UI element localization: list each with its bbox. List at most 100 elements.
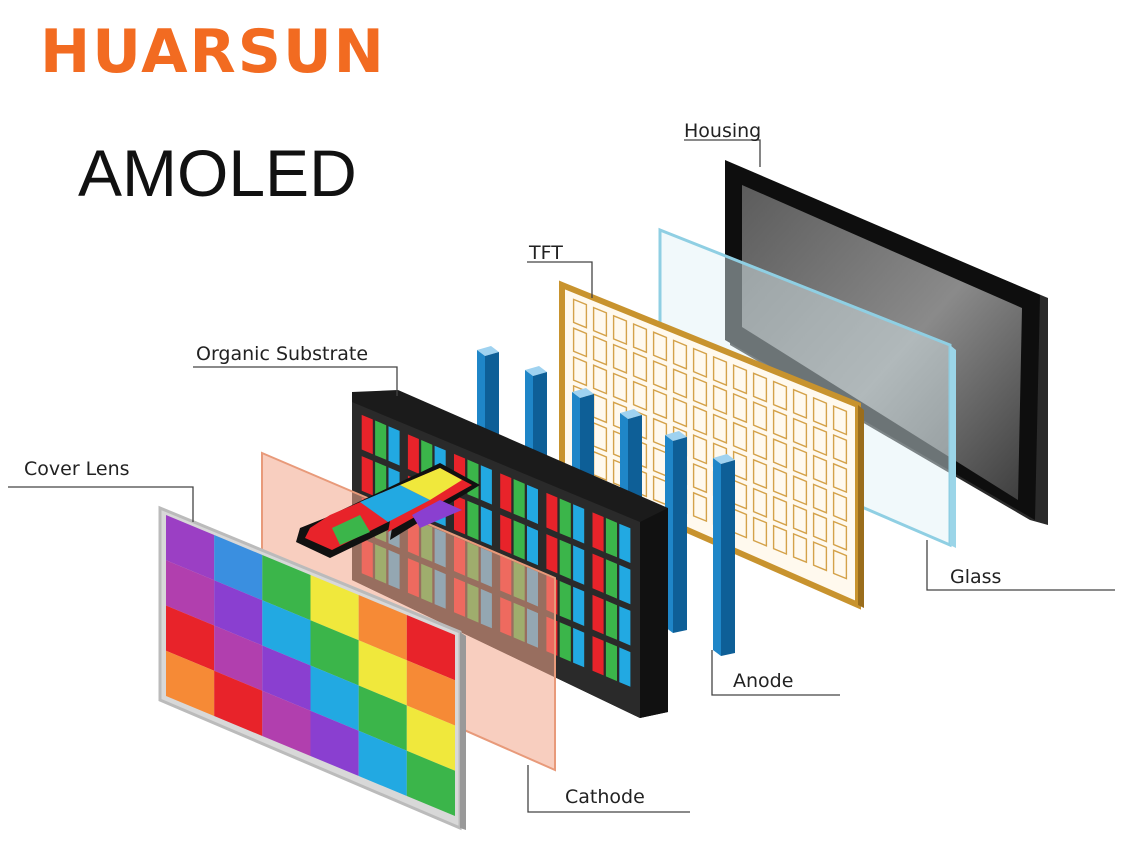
tft-cell <box>592 364 608 395</box>
subpixel <box>573 504 585 544</box>
tft-cell <box>652 360 668 391</box>
label-cathode: Cathode <box>565 786 645 808</box>
anode-bar-top <box>713 454 735 464</box>
lens-pixel-cell <box>214 670 263 736</box>
lens-pixel-cell <box>262 555 311 621</box>
tft-cell <box>772 380 788 411</box>
subpixel <box>361 414 373 455</box>
lens-pixel-cell <box>310 710 359 776</box>
anode-bar-side <box>673 437 687 633</box>
lens-pixel-cell <box>406 615 455 681</box>
tft-cell <box>692 491 708 523</box>
subpixel <box>454 495 466 535</box>
tft-cell <box>692 405 708 436</box>
tft-cell <box>572 355 588 387</box>
subpixel <box>467 500 479 541</box>
subpixel <box>480 506 492 546</box>
subpixel <box>527 525 538 566</box>
tft-cell <box>672 368 688 399</box>
lens-pixel-cell <box>214 535 263 601</box>
tft-cell <box>792 388 808 420</box>
tft-cell <box>792 532 808 564</box>
tft-cell <box>772 524 788 556</box>
tft-cell <box>812 512 828 543</box>
tft-cell <box>832 433 848 465</box>
diagram-title: AMOLED <box>78 136 357 210</box>
tft-cell <box>632 351 648 383</box>
tft-cell <box>812 396 828 428</box>
tft-cell <box>792 475 808 506</box>
cover-lens-pixel-grid <box>166 515 455 816</box>
tft-cell <box>792 504 808 535</box>
tft-cell <box>812 541 828 572</box>
tft-cell <box>812 483 828 514</box>
label-glass: Glass <box>950 566 1001 588</box>
subpixel <box>619 647 631 687</box>
tft-cell <box>632 322 648 354</box>
subpixel <box>361 456 373 496</box>
subpixel <box>559 581 571 621</box>
subpixel <box>592 594 604 635</box>
subpixel <box>619 564 631 605</box>
subpixel <box>559 622 571 662</box>
label-leaders <box>8 139 1115 813</box>
tft-cell <box>832 520 848 551</box>
subpixel <box>546 492 558 533</box>
tft-cell <box>572 298 588 329</box>
anode-bar-side <box>721 460 735 656</box>
tft-cell <box>772 495 788 527</box>
lens-pixel-cell <box>214 580 263 646</box>
lens-pixel-cell <box>166 605 215 671</box>
tft-cell <box>792 446 808 477</box>
tft-cell <box>712 355 728 387</box>
lens-pixel-cell <box>262 600 311 666</box>
subpixel <box>546 534 558 574</box>
subpixel <box>388 426 400 466</box>
subpixel <box>619 523 631 563</box>
tft-cell <box>692 434 708 465</box>
subpixel <box>527 484 538 524</box>
brand-logo: HUARSUN <box>40 17 386 87</box>
subpixel <box>573 586 585 626</box>
tft-cell <box>832 462 848 494</box>
lens-pixel-cell <box>310 665 359 731</box>
cover-lens-layer <box>158 505 466 831</box>
lens-pixel-cell <box>406 750 455 816</box>
tft-cell <box>832 491 848 523</box>
tft-cell <box>652 388 668 420</box>
tft-cell <box>712 413 728 444</box>
subpixel <box>500 514 512 554</box>
anode-bar-top <box>620 409 642 419</box>
tft-cell <box>812 425 828 457</box>
subpixel <box>573 545 585 585</box>
tft-cell <box>832 549 848 580</box>
label-tft: TFT <box>528 242 563 264</box>
lens-pixel-cell <box>214 625 263 691</box>
tft-cell <box>612 343 628 374</box>
subpixel <box>605 641 617 682</box>
tft-cell <box>692 462 708 494</box>
tft-cell <box>772 466 788 498</box>
subpixel <box>619 606 631 646</box>
tft-cell <box>612 372 628 403</box>
tft-cell <box>792 417 808 448</box>
label-housing: Housing <box>684 120 761 142</box>
lens-pixel-cell <box>262 690 311 756</box>
tft-cell <box>752 487 768 518</box>
subpixel <box>605 600 617 640</box>
lens-pixel-cell <box>166 515 215 581</box>
lens-pixel-cell <box>262 645 311 711</box>
subpixel <box>559 498 571 538</box>
lens-pixel-cell <box>310 620 359 686</box>
tft-cell <box>632 380 648 412</box>
subpixel <box>480 465 492 505</box>
subpixel <box>573 627 585 668</box>
tft-cell <box>772 409 788 440</box>
light-direction-arrow <box>296 463 480 558</box>
tft-cell <box>592 335 608 366</box>
lens-pixel-cell <box>358 730 407 796</box>
tft-cell <box>732 392 748 424</box>
lens-pixel-cell <box>406 660 455 726</box>
subpixel <box>592 512 604 552</box>
